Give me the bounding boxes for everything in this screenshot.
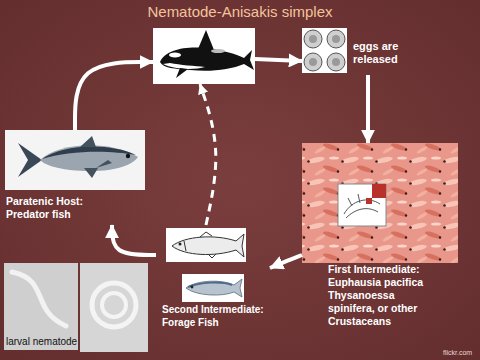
egg-core [309,58,317,66]
host-node: First Intermediate:Euphausia pacifica Th… [302,143,458,331]
node-heading: Second Intermediate: [162,304,268,317]
node-body: Predator fish [6,208,126,221]
egg-core [309,35,317,43]
node-heading: eggs are released [353,40,407,66]
node-text: eggs are released [353,40,407,66]
orca-node [153,28,255,84]
egg-core [332,58,340,66]
orca-saddle [211,49,225,53]
cycle-arrow [75,62,153,130]
watermark: flickr.com [442,349,473,357]
fish-photo-frame [182,274,244,302]
stamp [372,184,386,198]
eggs-frame [302,28,347,73]
fish-back [188,283,232,287]
diagram-title: Nematode-Anisakis simplex [0,3,480,21]
krill-picture [302,143,458,263]
node-text: Paratenic Host:Predator fish [6,195,126,221]
orca-fin [198,30,214,50]
stamp [366,198,372,204]
cycle-arrow [112,225,156,255]
krill-photo [302,143,458,263]
fish-eye [179,243,182,246]
cycle-arrow [255,59,302,61]
node-text: Second Intermediate:Forage Fish [162,304,268,329]
krill-inset [338,184,386,226]
egg-core [332,35,340,43]
eggs-picture [302,28,347,73]
photo-caption: larval nematode [5,336,78,348]
egg [304,53,322,71]
larva-picture [4,263,148,352]
larva-worm [12,272,66,326]
orca-frame [153,28,255,84]
predator-fish-picture [5,130,145,190]
orca-picture [153,28,255,84]
orca-eye-patch [169,53,181,58]
host-node: Second Intermediate:Forage Fish [156,225,270,333]
fish-sketch-frame [166,228,246,262]
tuna-fins [80,136,112,178]
egg [327,53,345,71]
node-text: First Intermediate:Euphausia pacifica Th… [328,263,436,328]
tuna-body [40,145,138,171]
egg [327,30,345,48]
larva-photo [4,263,78,350]
cycle-arrow [366,75,370,143]
orca-body [160,48,254,71]
fish-sketch-fins [184,232,216,258]
eggs-node: eggs are released [302,28,409,75]
fish-eye [191,286,194,289]
tuna-frame [5,130,145,190]
forage-fish-picture [166,228,246,302]
host-node: Paratenic Host:Predator fish [5,130,147,225]
node-heading: Paratenic Host: [6,195,126,208]
orca-belly [163,63,205,69]
node-heading: First Intermediate: [328,263,436,276]
fish-sketch [172,234,244,257]
orca-flipper [176,68,188,78]
larva-coil [102,293,126,317]
dashed-arrow [200,84,216,225]
larva-coil [92,283,136,327]
cycle-arrow [270,255,302,268]
tuna-back [42,146,136,159]
node-body: Euphausia pacifica Thysanoessa spinifera… [328,276,436,328]
egg [304,30,322,48]
larva-photo [80,263,148,352]
tuna-eye [126,154,130,158]
node-body: Forage Fish [162,317,268,330]
tuna-tail [18,143,42,177]
fish-photo [186,279,242,297]
